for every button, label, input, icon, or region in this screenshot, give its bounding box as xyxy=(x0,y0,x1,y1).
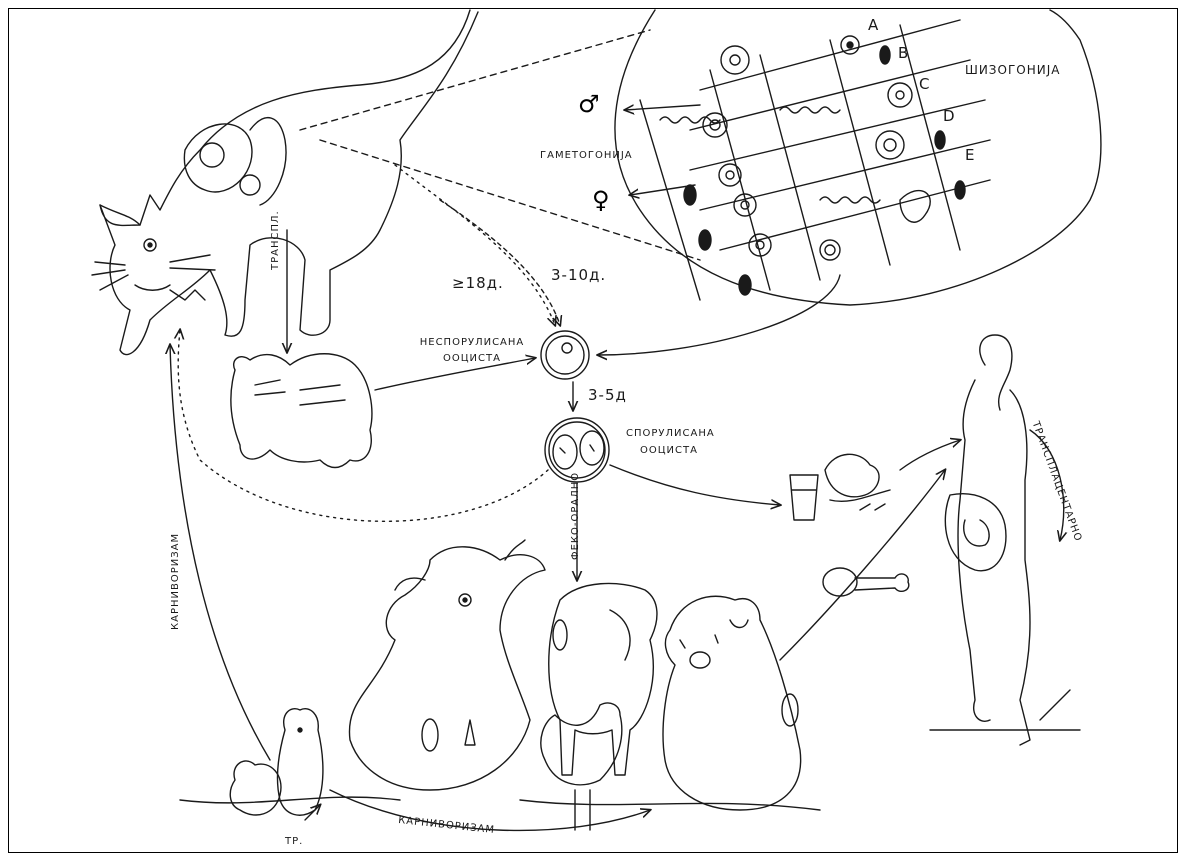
sporulated-label-line1: СПОРУЛИСАНА xyxy=(626,428,715,439)
food-water-illustration xyxy=(790,454,890,520)
carnivorism-left-label: КАРНИВОРИЗАМ xyxy=(170,533,181,630)
tr-label: ТР. xyxy=(285,836,303,847)
arrow-tr xyxy=(305,805,320,820)
stage-a-label: A xyxy=(868,16,878,34)
cow-illustration xyxy=(349,540,545,790)
male-gamete-symbol: ♂ xyxy=(578,90,600,118)
stage-e-label: E xyxy=(965,146,974,164)
arrow-carnivorism-left xyxy=(170,345,270,760)
sheep-illustration xyxy=(549,583,657,775)
feco-oral-label: ФЕКО-ОРАЛНО xyxy=(570,472,581,560)
stage-c-label: C xyxy=(919,75,929,93)
meat-illustration xyxy=(823,568,909,596)
pregnant-woman-illustration xyxy=(930,335,1080,745)
arrow-cat-oocyst-prepatent xyxy=(395,165,555,325)
sporulated-label-line2: ООЦИСТА xyxy=(640,445,698,456)
kitten-illustration xyxy=(231,354,372,468)
stage-b-label: B xyxy=(898,44,908,62)
arrow-intestine-oocyst xyxy=(598,275,840,355)
cat-illustration xyxy=(92,10,700,355)
intestine-zoom-circle xyxy=(615,10,1101,305)
chicken-illustration xyxy=(541,703,622,830)
patent-days-label: 3-10д. xyxy=(551,266,606,284)
schizogony-label: ШИЗОГОНИЈА xyxy=(965,63,1060,77)
pig-illustration xyxy=(663,596,801,810)
transpl-label: ТРАНСПЛ. xyxy=(270,210,281,270)
sporulation-days-label: 3-5д xyxy=(588,386,627,404)
unsporulated-oocyst xyxy=(541,331,589,379)
stage-d-label: D xyxy=(943,107,955,125)
prepatent-days-label: ≥18д. xyxy=(452,274,504,292)
unsporulated-oocyst-label: НЕСПОРУЛИСАНА ООЦИСТА xyxy=(412,335,532,367)
female-gamete-symbol: ♀ xyxy=(592,186,610,214)
arrow-oocyst-food xyxy=(610,465,780,505)
gametogony-label: ГАМЕТОГОНИЈА xyxy=(540,150,633,161)
arrow-food-woman xyxy=(900,440,960,470)
arrow-cat-oocyst-patent xyxy=(440,200,560,325)
